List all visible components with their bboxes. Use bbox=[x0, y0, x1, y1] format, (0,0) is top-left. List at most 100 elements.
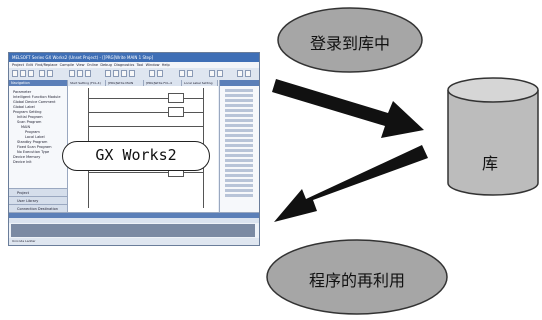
library-item[interactable] bbox=[225, 174, 253, 177]
toolbar-icon[interactable] bbox=[217, 70, 223, 77]
tree-item[interactable]: No Execution Type bbox=[17, 150, 50, 154]
output-pane bbox=[9, 212, 259, 239]
ladder-coil bbox=[168, 93, 184, 103]
nav-button-connection[interactable]: Connection Destination bbox=[9, 204, 67, 212]
menu-item[interactable]: Project bbox=[12, 63, 24, 67]
arrow-from-library bbox=[274, 145, 428, 222]
menu-item[interactable]: Tool bbox=[136, 63, 144, 67]
editor-tabs: Start Setting (FCL-4) [PRG]Write MAIN [P… bbox=[68, 80, 218, 86]
toolbar-icon[interactable] bbox=[47, 70, 53, 77]
tree-item[interactable]: Intelligent Function Module bbox=[13, 95, 61, 99]
tree-item[interactable]: Local Label bbox=[25, 135, 45, 139]
tree-item[interactable]: Scan Program bbox=[17, 120, 42, 124]
library-title-bar bbox=[220, 80, 259, 86]
tree-item[interactable]: Device Init bbox=[13, 160, 32, 164]
library-item[interactable] bbox=[225, 129, 253, 132]
tab-local-label[interactable]: Local Label Setting bbox=[182, 80, 218, 86]
menu-item[interactable]: Debug bbox=[100, 63, 112, 67]
register-ellipse bbox=[277, 7, 423, 73]
toolbar-icon[interactable] bbox=[113, 70, 119, 77]
ladder-coil bbox=[168, 107, 184, 117]
tree-item[interactable]: Global Device Comment bbox=[13, 100, 56, 104]
library-item[interactable] bbox=[225, 189, 253, 192]
library-item[interactable] bbox=[225, 139, 253, 142]
toolbar-icon[interactable] bbox=[149, 70, 155, 77]
tree-item[interactable]: Initial Program bbox=[17, 115, 43, 119]
tree-item[interactable]: Parameter bbox=[13, 90, 32, 94]
register-label: 登录到库中 bbox=[309, 34, 390, 53]
tab-prg-main[interactable]: [PRG]Write MAIN bbox=[106, 80, 144, 86]
tree-item[interactable]: Global Label bbox=[13, 105, 35, 109]
library-item[interactable] bbox=[225, 154, 253, 157]
nav-button-user-library[interactable]: User Library bbox=[9, 196, 67, 204]
toolbar-icon[interactable] bbox=[85, 70, 91, 77]
menu-item[interactable]: View bbox=[76, 63, 85, 67]
ladder-rung bbox=[88, 172, 203, 173]
ladder-rung bbox=[88, 98, 203, 99]
tree-item[interactable]: Program bbox=[25, 130, 40, 134]
library-item[interactable] bbox=[225, 124, 253, 127]
toolbar-icon[interactable] bbox=[157, 70, 163, 77]
menu-bar: Project Edit Find/Replace Compile View O… bbox=[9, 62, 259, 68]
library-item[interactable] bbox=[225, 159, 253, 162]
toolbar-icon[interactable] bbox=[77, 70, 83, 77]
library-item[interactable] bbox=[225, 184, 253, 187]
navigation-title: Navigation bbox=[9, 80, 67, 86]
toolbar-icon[interactable] bbox=[187, 70, 193, 77]
library-item[interactable] bbox=[225, 134, 253, 137]
nav-button-project[interactable]: Project bbox=[9, 188, 67, 196]
library-item[interactable] bbox=[225, 89, 253, 92]
toolbar bbox=[9, 68, 259, 80]
toolbar-icon[interactable] bbox=[179, 70, 185, 77]
toolbar-icon[interactable] bbox=[28, 70, 34, 77]
library-item[interactable] bbox=[225, 144, 253, 147]
window-title: MELSOFT Series GX Works2 (Unset Project)… bbox=[9, 53, 259, 62]
toolbar-icon[interactable] bbox=[237, 70, 243, 77]
menu-item[interactable]: Online bbox=[86, 63, 99, 67]
output-title-bar bbox=[9, 213, 259, 218]
toolbar-icon[interactable] bbox=[129, 70, 135, 77]
library-item[interactable] bbox=[225, 104, 253, 107]
toolbar-icon[interactable] bbox=[121, 70, 127, 77]
tree-item[interactable]: Program Setting bbox=[13, 110, 42, 114]
output-columns bbox=[9, 218, 259, 223]
arrow-to-library bbox=[272, 79, 424, 138]
library-item[interactable] bbox=[225, 179, 253, 182]
tab-prg-fcl[interactable]: [PRG]Write FCL-4 bbox=[144, 80, 182, 86]
toolbar-icon[interactable] bbox=[245, 70, 251, 77]
toolbar-icon[interactable] bbox=[209, 70, 215, 77]
menu-item[interactable]: Find/Replace bbox=[35, 63, 58, 67]
library-label: 库 bbox=[482, 154, 499, 173]
toolbar-icon[interactable] bbox=[12, 70, 18, 77]
ladder-rung bbox=[88, 112, 203, 113]
library-item[interactable] bbox=[225, 114, 253, 117]
tree-item[interactable]: Device Memory bbox=[13, 155, 41, 159]
library-item[interactable] bbox=[225, 99, 253, 102]
library-item[interactable] bbox=[225, 149, 253, 152]
toolbar-icon[interactable] bbox=[20, 70, 26, 77]
library-item[interactable] bbox=[225, 94, 253, 97]
reuse-label: 程序的再利用 bbox=[308, 271, 405, 290]
tree-item[interactable]: MAIN bbox=[21, 125, 31, 129]
library-pane bbox=[219, 80, 259, 212]
menu-item[interactable]: Diagnostics bbox=[114, 63, 135, 67]
output-body bbox=[11, 224, 255, 237]
tree-item[interactable]: Fixed Scan Program bbox=[17, 145, 52, 149]
toolbar-icon[interactable] bbox=[69, 70, 75, 77]
menu-item[interactable]: Edit bbox=[26, 63, 33, 67]
library-item[interactable] bbox=[225, 169, 253, 172]
library-item[interactable] bbox=[225, 109, 253, 112]
toolbar-icon[interactable] bbox=[39, 70, 45, 77]
menu-item[interactable]: Window bbox=[145, 63, 160, 67]
tab-start-setting[interactable]: Start Setting (FCL-4) bbox=[68, 80, 106, 86]
navigation-pane: Navigation Parameter Intelligent Functio… bbox=[9, 80, 68, 212]
reuse-ellipse bbox=[266, 239, 448, 315]
gx-works2-callout: GX Works2 bbox=[62, 141, 210, 171]
menu-item[interactable]: Compile bbox=[59, 63, 74, 67]
tree-item[interactable]: Standby Program bbox=[17, 140, 48, 144]
toolbar-icon[interactable] bbox=[105, 70, 111, 77]
library-item[interactable] bbox=[225, 119, 253, 122]
library-item[interactable] bbox=[225, 164, 253, 167]
library-item[interactable] bbox=[225, 194, 253, 197]
menu-item[interactable]: Help bbox=[161, 63, 170, 67]
